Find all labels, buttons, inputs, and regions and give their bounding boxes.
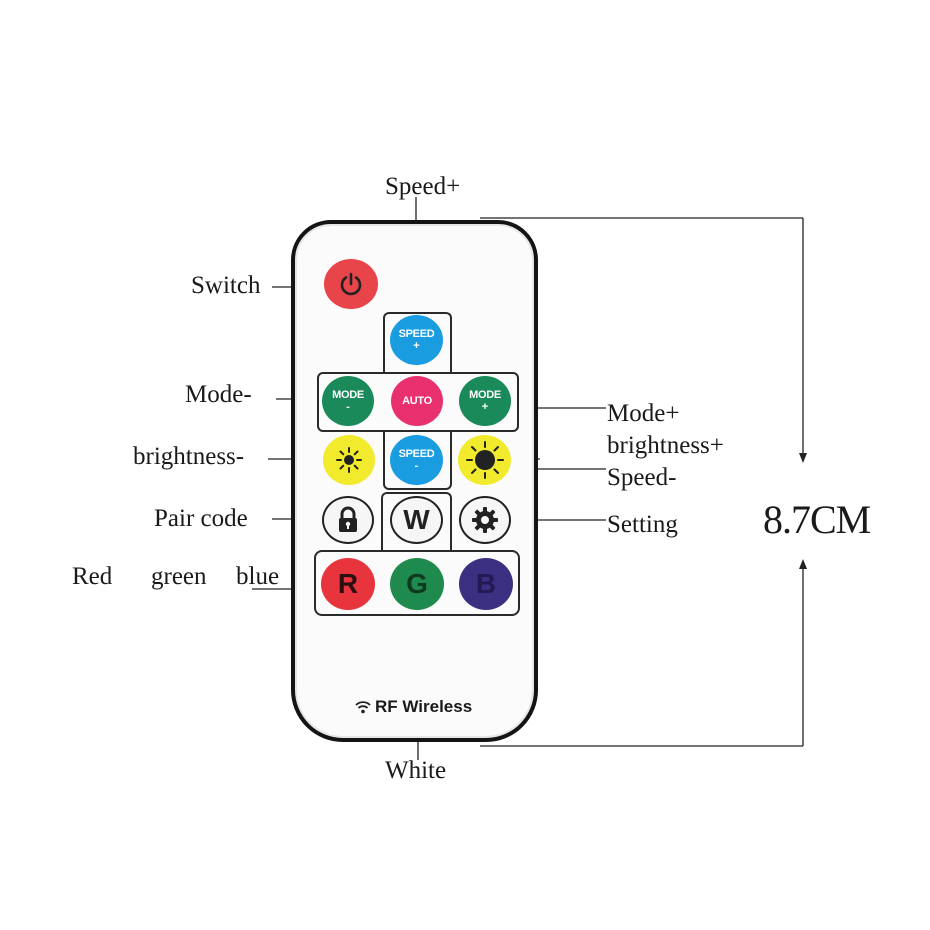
green-button[interactable]: G	[390, 558, 444, 610]
sun-small-icon	[336, 447, 362, 473]
label-speed-minus: Speed-	[607, 464, 677, 491]
label-white: White	[385, 757, 447, 784]
power-icon	[340, 272, 362, 296]
dpad-panel-bottom	[383, 430, 452, 490]
color-panel	[314, 550, 520, 616]
setting-button[interactable]	[459, 496, 511, 544]
speed-up-button[interactable]: SPEED +	[390, 315, 443, 365]
mode-down-button[interactable]: MODE -	[322, 376, 374, 426]
gear-icon	[472, 507, 498, 533]
mode-up-sign: +	[481, 400, 489, 413]
red-button[interactable]: R	[321, 558, 375, 610]
speed-down-button[interactable]: SPEED -	[390, 435, 443, 485]
label-mode-plus: Mode+	[607, 400, 680, 427]
mode-down-label: MODE	[332, 388, 364, 401]
label-speed-plus: Speed+	[385, 173, 461, 200]
speed-down-label: SPEED	[398, 447, 435, 460]
speed-up-sign: +	[413, 339, 420, 352]
red-letter: R	[337, 568, 359, 599]
label-brightness-minus: brightness-	[133, 443, 245, 470]
brightness-down-button[interactable]	[323, 435, 375, 485]
lock-icon	[339, 506, 357, 532]
label-setting: Setting	[607, 511, 678, 538]
dimension-label: 8.7CM	[763, 497, 871, 542]
label-mode-minus: Mode-	[185, 381, 252, 408]
speed-up-label: SPEED	[398, 327, 435, 340]
white-letter: W	[403, 504, 430, 535]
label-blue: blue	[236, 563, 280, 590]
dpad-panel-top	[383, 312, 452, 374]
auto-label: AUTO	[402, 394, 432, 407]
brightness-up-button[interactable]	[458, 435, 511, 485]
wifi-icon	[355, 701, 371, 714]
sun-large-icon	[465, 441, 504, 479]
auto-button[interactable]: AUTO	[391, 376, 443, 426]
label-brightness-plus: brightness+	[607, 432, 724, 459]
mode-up-button[interactable]: MODE +	[459, 376, 511, 426]
pair-button[interactable]	[322, 496, 374, 544]
label-switch: Switch	[191, 272, 261, 299]
label-red: Red	[72, 563, 113, 590]
brand-label: RF Wireless	[355, 697, 485, 717]
blue-letter: B	[475, 568, 497, 599]
dpad-panel-middle	[317, 372, 519, 432]
mode-down-sign: -	[346, 400, 350, 413]
brand-text: RF Wireless	[375, 697, 473, 716]
mode-up-label: MODE	[469, 388, 501, 401]
white-panel	[381, 492, 452, 552]
label-green: green	[151, 563, 207, 590]
green-letter: G	[406, 568, 428, 599]
white-button[interactable]: W	[390, 496, 443, 544]
label-pair-code: Pair code	[154, 505, 248, 532]
blue-button[interactable]: B	[459, 558, 513, 610]
power-button[interactable]	[324, 259, 378, 309]
speed-down-sign: -	[414, 459, 419, 472]
